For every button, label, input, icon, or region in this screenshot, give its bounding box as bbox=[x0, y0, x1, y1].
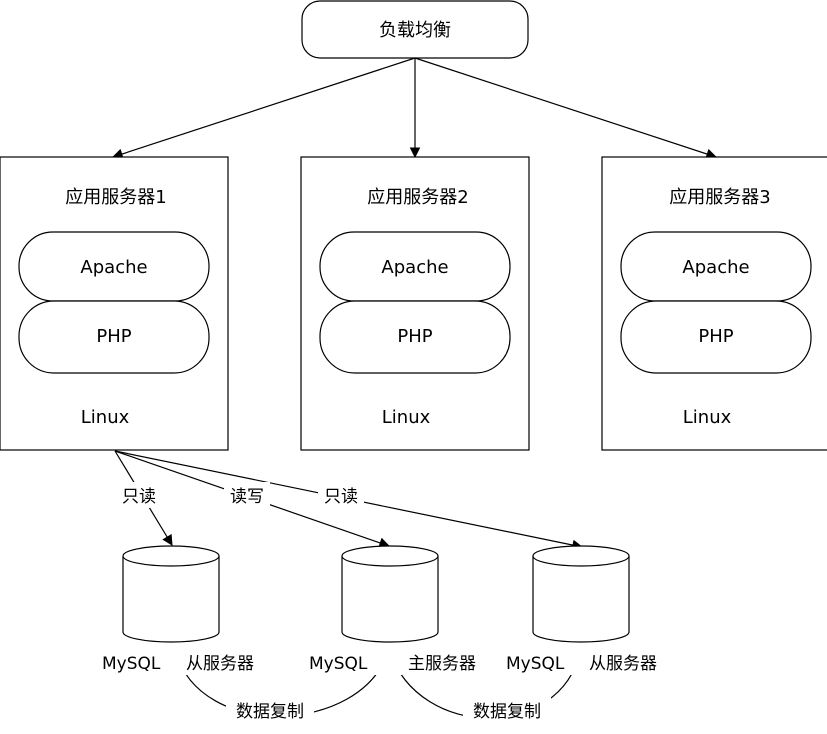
app-server-1-title: 应用服务器1 bbox=[65, 187, 166, 208]
db-cylinder-2 bbox=[341, 545, 439, 643]
db-1-role: 从服务器 bbox=[186, 654, 254, 674]
replication-right-label: 数据复制 bbox=[473, 702, 541, 722]
read-only-left-label: 只读 bbox=[122, 487, 156, 507]
db-2-role: 主服务器 bbox=[408, 654, 476, 674]
lb-to-server-1-arrow bbox=[111, 57, 416, 160]
db-cylinder-3 bbox=[532, 545, 630, 643]
app-server-3-lang-label: PHP bbox=[698, 326, 733, 347]
db-3-role: 从服务器 bbox=[589, 654, 657, 674]
app-server-3-os-label: Linux bbox=[683, 407, 732, 428]
app-server-3-title: 应用服务器3 bbox=[669, 187, 770, 208]
db-1-name: MySQL bbox=[102, 654, 161, 674]
db-3-name: MySQL bbox=[506, 654, 565, 674]
app-server-3-lang-pill bbox=[620, 300, 812, 374]
app-server-2-lang-label: PHP bbox=[397, 326, 432, 347]
app-server-1: 应用服务器1 Apache PHP Linux bbox=[0, 156, 229, 451]
app-server-2-lang-pill bbox=[319, 300, 511, 374]
app-server-1-lang-pill bbox=[18, 300, 210, 374]
replication-left-label: 数据复制 bbox=[236, 702, 304, 722]
lb-to-server-3-arrow bbox=[414, 57, 718, 160]
lb-edges bbox=[111, 57, 718, 160]
db-access-labels: 只读 读写 只读 bbox=[116, 482, 364, 508]
app-server-2-os-label: Linux bbox=[382, 407, 431, 428]
app-server-1-web-label: Apache bbox=[80, 257, 147, 278]
app-server-2-web-label: Apache bbox=[381, 257, 448, 278]
db-2-name: MySQL bbox=[309, 654, 368, 674]
app-server-3: 应用服务器3 Apache PHP Linux bbox=[601, 156, 827, 451]
load-balancer-node: 负载均衡 bbox=[301, 0, 529, 59]
read-write-label: 读写 bbox=[230, 487, 264, 507]
db-cylinder-1 bbox=[122, 545, 220, 643]
db-labels: MySQL 从服务器 MySQL 主服务器 MySQL 从服务器 bbox=[100, 649, 677, 675]
app-server-1-os-label: Linux bbox=[81, 407, 130, 428]
read-only-right-label: 只读 bbox=[324, 487, 358, 507]
app-server-3-web-label: Apache bbox=[682, 257, 749, 278]
replication-labels: 数据复制 数据复制 bbox=[226, 697, 551, 723]
app-server-2-title: 应用服务器2 bbox=[367, 187, 468, 208]
app-server-1-lang-label: PHP bbox=[96, 326, 131, 347]
app-server-2: 应用服务器2 Apache PHP Linux bbox=[300, 156, 530, 451]
load-balancer-label: 负载均衡 bbox=[379, 20, 451, 41]
